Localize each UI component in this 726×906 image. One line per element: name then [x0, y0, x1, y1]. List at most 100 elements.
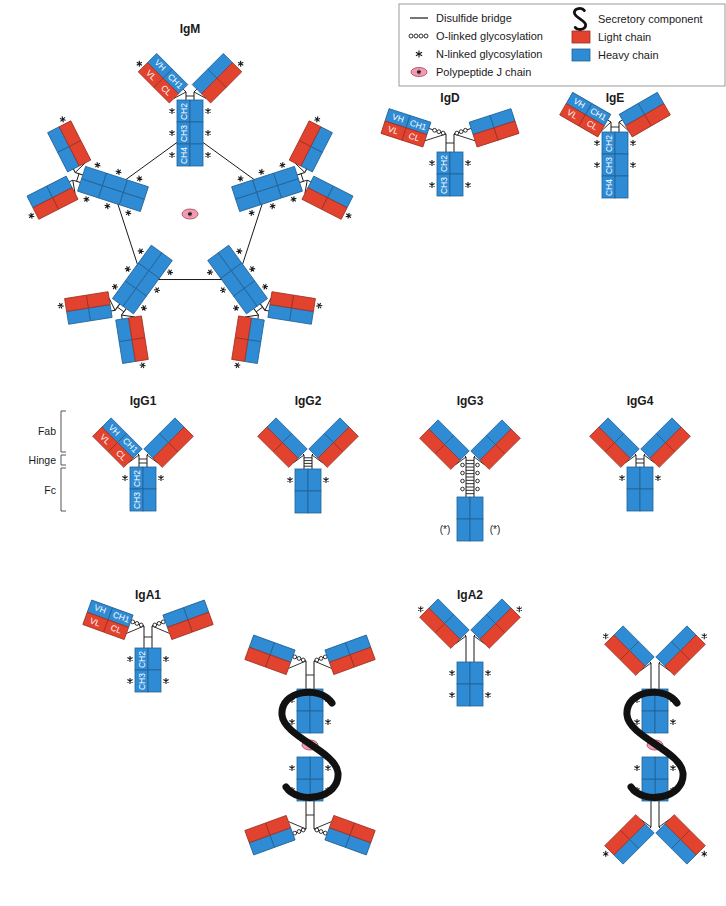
- domain: [470, 684, 483, 706]
- domain-label: CH3: [179, 125, 188, 142]
- domain-box: CH3: [135, 670, 148, 692]
- domain-rect: [143, 489, 156, 511]
- disulfide-bridge: [139, 459, 147, 460]
- domain-label: VH: [572, 97, 586, 110]
- domain-rect: [148, 648, 161, 670]
- o-glycan-mark: [461, 487, 465, 491]
- domain-rect: [258, 427, 283, 452]
- heavy-linker: [608, 120, 611, 122]
- domain-box: CH2: [135, 648, 148, 670]
- domain-rect: [470, 684, 483, 706]
- domain: [297, 757, 310, 779]
- domain: [640, 467, 653, 489]
- domain: [177, 122, 190, 144]
- n-glycan-mark: [416, 50, 422, 57]
- domain: [130, 489, 143, 511]
- domain-label: VL: [566, 108, 579, 121]
- secretory-component: [282, 692, 338, 797]
- domain: [350, 647, 375, 667]
- domain-box: CH2: [437, 152, 450, 174]
- domain: [123, 180, 148, 199]
- o-glycan-mark: [157, 622, 161, 626]
- o-glycan-mark: [464, 128, 468, 132]
- domain: [270, 292, 294, 308]
- domain: [292, 295, 316, 311]
- antibody-monomer: [381, 109, 519, 196]
- domain: [681, 830, 706, 855]
- legend-swatch: [572, 31, 590, 43]
- domain-rect: [295, 491, 308, 513]
- domain-rect: [602, 154, 615, 176]
- domain: [65, 295, 89, 311]
- domain-rect: [605, 635, 630, 660]
- domain: [615, 132, 628, 154]
- region-bracket: [61, 468, 66, 511]
- n-glycan-mark: [630, 162, 635, 168]
- disulfide-bridge: [611, 127, 619, 128]
- domain: [135, 648, 148, 670]
- n-glycan-mark: [233, 361, 241, 369]
- disulfide-bridge: [301, 174, 303, 182]
- domain: [627, 467, 640, 489]
- domain-label: CH2: [604, 135, 613, 152]
- domain-rect: [217, 63, 242, 88]
- n-glycan-mark: [235, 247, 243, 255]
- secretory-component: [627, 692, 683, 797]
- domain: [143, 467, 156, 489]
- n-glycan-mark: [289, 765, 294, 771]
- domain-box: CH3: [602, 154, 615, 176]
- region-label: Fab: [38, 425, 56, 437]
- n-glycan-mark: [323, 477, 328, 483]
- n-glycan-mark: [127, 678, 132, 684]
- domain-rect: [350, 647, 375, 667]
- domain-rect: [615, 132, 628, 154]
- o-glycan-mark: [476, 487, 480, 491]
- domain: [103, 173, 128, 192]
- legend-o-glycan-sample: [409, 34, 413, 38]
- domain-rect: [177, 122, 190, 144]
- disulfide-bridge: [304, 457, 312, 458]
- domain: [605, 830, 630, 855]
- domain-rect: [470, 497, 483, 519]
- domain-label: CL: [408, 132, 421, 143]
- heavy-linker: [454, 128, 471, 134]
- n-glycan-mark: [205, 108, 210, 114]
- n-glycan-mark: [603, 633, 608, 639]
- region-label: Fc: [44, 484, 56, 496]
- domain-rect: [177, 100, 190, 122]
- o-glycan-mark: [301, 828, 305, 832]
- hinge-line: [644, 455, 645, 467]
- n-glycan-mark: [94, 162, 101, 169]
- domain-label: CH4: [604, 179, 613, 196]
- o-glycan-mark: [455, 131, 459, 135]
- domain-label: CH3: [132, 492, 141, 509]
- domain-rect: [190, 122, 203, 144]
- domain-rect: [627, 467, 640, 489]
- disulfide-bridge: [306, 675, 314, 676]
- domain: [295, 469, 308, 491]
- n-glycan-mark: [248, 265, 256, 273]
- disulfide-bridge: [466, 467, 474, 468]
- domain: [138, 245, 161, 270]
- domain: [457, 662, 470, 684]
- disulfide-bridge: [304, 460, 312, 461]
- disulfide-bridge: [466, 463, 474, 464]
- domain-rect: [494, 121, 519, 140]
- domain-rect: [277, 179, 302, 198]
- disulfide-bridge: [139, 463, 147, 464]
- o-glycan-mark: [437, 130, 441, 134]
- domain: [602, 154, 615, 176]
- hinge-line: [466, 636, 467, 662]
- n-glycan-mark: [57, 302, 65, 310]
- n-glycan-mark: [429, 182, 434, 188]
- domain: [148, 670, 161, 692]
- domain: [177, 100, 190, 122]
- domain-rect: [496, 608, 521, 633]
- domain: [457, 519, 470, 541]
- n-glycan-mark: [702, 851, 707, 857]
- domain-rect: [245, 647, 270, 667]
- region-bracket: [61, 455, 66, 465]
- antibody-monomer: [137, 53, 244, 166]
- o-glycan-mark: [297, 657, 301, 661]
- domain: [322, 198, 348, 220]
